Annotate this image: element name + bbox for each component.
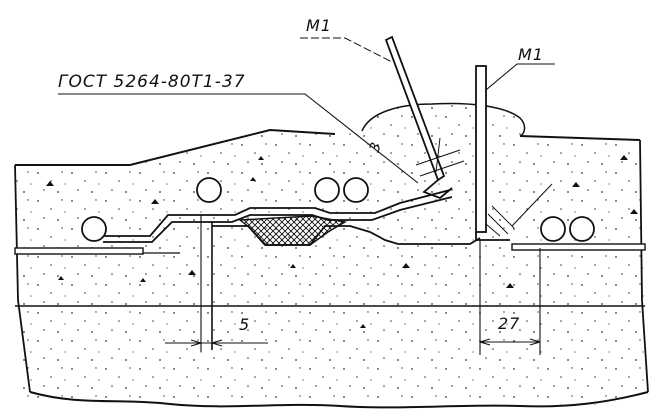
bottom-outline xyxy=(29,391,649,409)
inclined-plate-foot xyxy=(422,179,453,200)
formed-plate-lower xyxy=(103,196,453,243)
inclined-plate xyxy=(384,35,446,182)
formed-plate-upper xyxy=(103,189,451,237)
right-boundary xyxy=(639,139,649,393)
m1-right-label: М1 xyxy=(518,45,544,64)
rebar-4 xyxy=(343,177,369,203)
left-boundary xyxy=(14,164,31,393)
dimension-27-label: 27 xyxy=(498,314,521,333)
dim-27-line xyxy=(479,338,541,346)
m1-left-leader xyxy=(300,37,393,63)
rebar-2 xyxy=(196,177,222,203)
weld-mound xyxy=(361,102,526,137)
rebar-1 xyxy=(81,216,107,242)
weld-lines xyxy=(485,205,515,237)
concrete-top-outline xyxy=(15,128,336,166)
gost-leader xyxy=(58,93,419,184)
aggregate-marks xyxy=(46,155,638,328)
dim-3-lines xyxy=(415,137,465,177)
right-plate-foot xyxy=(475,232,510,241)
concrete-top-outline-right xyxy=(519,135,641,141)
rebar-5 xyxy=(540,216,566,242)
gost-label: ГОСТ 5264-80Т1-37 xyxy=(58,72,246,92)
right-bottom-plate xyxy=(511,243,646,251)
weld-pointer xyxy=(511,183,553,227)
right-vertical-plate xyxy=(475,65,487,233)
dim-5-line xyxy=(165,339,268,347)
m1-right-leader xyxy=(485,63,555,91)
rebar-6 xyxy=(569,216,595,242)
concrete-body xyxy=(15,130,646,405)
rebar-3 xyxy=(314,177,340,203)
left-bottom-plate xyxy=(14,247,144,255)
m1-left-label: М1 xyxy=(306,16,332,35)
dimension-5-label: 5 xyxy=(239,315,251,334)
hatched-filler xyxy=(238,215,347,246)
